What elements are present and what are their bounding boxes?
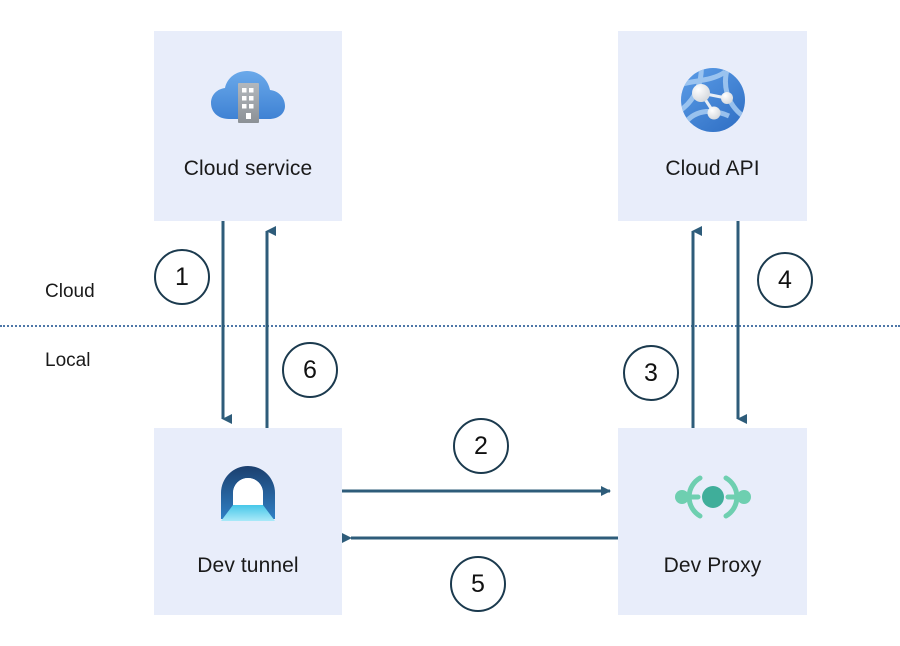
cloud-local-divider [0,325,900,327]
step-badge-1[interactable]: 1 [154,249,210,305]
node-cloud-service[interactable]: Cloud service [154,31,342,221]
node-dev-tunnel[interactable]: Dev tunnel [154,428,342,615]
tunnel-icon [205,454,291,540]
step-badge-4[interactable]: 4 [757,252,813,308]
globe-network-icon [670,57,756,143]
node-cloud-api[interactable]: Cloud API [618,31,807,221]
node-label-cloud-api: Cloud API [665,157,760,180]
step-badge-6[interactable]: 6 [282,342,338,398]
cloud-zone-label: Cloud [45,281,95,302]
cloud-building-icon [205,57,291,143]
node-dev-proxy[interactable]: Dev Proxy [618,428,807,615]
local-zone-label: Local [45,350,91,371]
node-label-dev-tunnel: Dev tunnel [197,554,299,577]
node-label-dev-proxy: Dev Proxy [663,554,762,577]
step-badge-3[interactable]: 3 [623,345,679,401]
step-badge-5[interactable]: 5 [450,556,506,612]
step-badge-2[interactable]: 2 [453,418,509,474]
dev-proxy-target-icon [670,454,756,540]
node-label-cloud-service: Cloud service [183,157,313,180]
